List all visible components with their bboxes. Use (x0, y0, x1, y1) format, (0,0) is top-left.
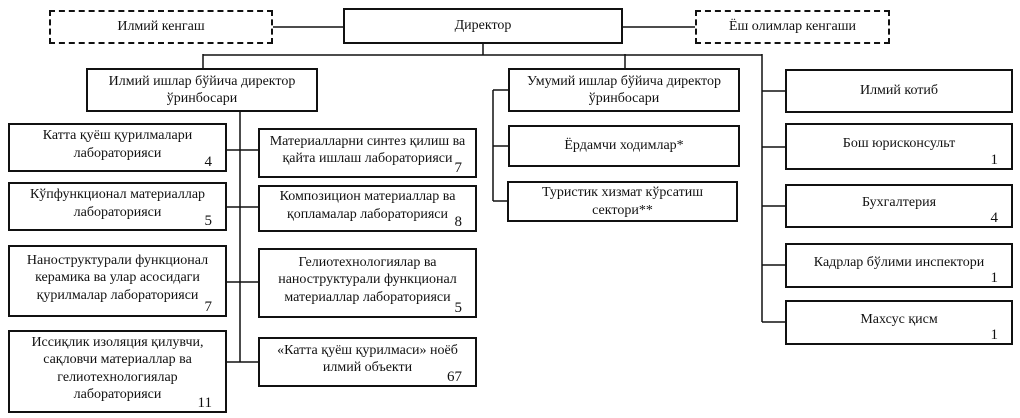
node-label: Илмий котиб (859, 83, 939, 99)
node-label: Махсус қисм (860, 311, 938, 327)
node-accounting: Бухгалтерия 4 (785, 184, 1013, 228)
node-label: Наноструктурали функционал керамика ва у… (26, 252, 209, 303)
node-label: Илмий кенгаш (117, 19, 205, 35)
node-count: 4 (204, 153, 213, 170)
node-lab-synthesis-processing: Материалларни синтез қилиш ва қайта ишла… (258, 128, 477, 178)
node-young-scientists-council: Ёш олимлар кенгаши (695, 10, 890, 44)
node-label: Материалларни синтез қилиш ва қайта ишла… (269, 133, 466, 166)
node-label: Ёрдамчи ходимлар* (564, 138, 684, 154)
node-count: 1 (990, 269, 999, 286)
node-label: Бухгалтерия (861, 195, 937, 211)
node-scientific-council: Илмий кенгаш (49, 10, 273, 44)
node-count: 8 (454, 213, 463, 230)
node-lab-composite-coatings: Композицион материаллар ва қопламалар ла… (258, 185, 477, 232)
node-chief-legal-counsel: Бош юрисконсульт 1 (785, 123, 1013, 170)
node-lab-thermal-insulation: Иссиқлик изоляция қилувчи, сақловчи мате… (8, 330, 227, 413)
node-count: 11 (197, 394, 212, 411)
node-count: 1 (990, 151, 999, 168)
node-label: Композицион материаллар ва қопламалар ла… (279, 189, 456, 222)
node-support-staff: Ёрдамчи ходимлар* (508, 125, 740, 167)
node-label: Катта қуёш қурилмалари лабораторияси (42, 128, 193, 161)
node-scientific-secretary: Илмий котиб (785, 69, 1013, 113)
node-deputy-science: Илмий ишлар бўйича директор ўринбосари (86, 68, 318, 112)
node-unique-solar-object: «Катта қуёш қурилмаси» ноёб илмий объект… (258, 337, 477, 387)
node-deputy-general: Умумий ишлар бўйича директор ўринбосари (508, 68, 740, 112)
node-label: Иссиқлик изоляция қилувчи, сақловчи мате… (31, 334, 204, 402)
node-lab-nanostructured-ceramics: Наноструктурали функционал керамика ва у… (8, 245, 227, 317)
node-label: Гелиотехнологиялар ва наноструктурали фу… (278, 254, 457, 305)
node-director: Директор (343, 8, 623, 44)
node-special-unit: Махсус қисм 1 (785, 300, 1013, 345)
node-count: 5 (454, 299, 463, 316)
node-tourism-sector: Туристик хизмат кўрсатиш сектори** (507, 181, 738, 222)
node-label: Кўпфункционал материаллар лабораторияси (29, 187, 206, 220)
node-label: Бош юрисконсульт (842, 135, 956, 151)
node-label: Ёш олимлар кенгаши (728, 19, 857, 35)
node-lab-heliotech-materials: Гелиотехнологиялар ва наноструктурали фу… (258, 248, 477, 318)
node-label: Умумий ишлар бўйича директор ўринбосари (527, 73, 721, 106)
node-count: 67 (447, 368, 462, 385)
node-lab-multifunctional-materials: Кўпфункционал материаллар лабораторияси … (8, 182, 227, 231)
node-label: Илмий ишлар бўйича директор ўринбосари (108, 73, 296, 106)
node-hr-department-inspector: Кадрлар бўлими инспектори 1 (785, 243, 1013, 288)
node-label: Директор (454, 18, 512, 34)
node-lab-big-solar-installations: Катта қуёш қурилмалари лабораторияси 4 (8, 123, 227, 172)
node-label: Кадрлар бўлими инспектори (813, 254, 985, 270)
node-count: 1 (990, 326, 999, 343)
node-count: 7 (454, 159, 463, 176)
node-label: Туристик хизмат кўрсатиш сектори** (542, 185, 703, 218)
node-label: «Катта қуёш қурилмаси» ноёб илмий объект… (277, 342, 458, 375)
node-count: 5 (204, 212, 213, 229)
node-count: 7 (204, 298, 213, 315)
node-count: 4 (990, 209, 999, 226)
